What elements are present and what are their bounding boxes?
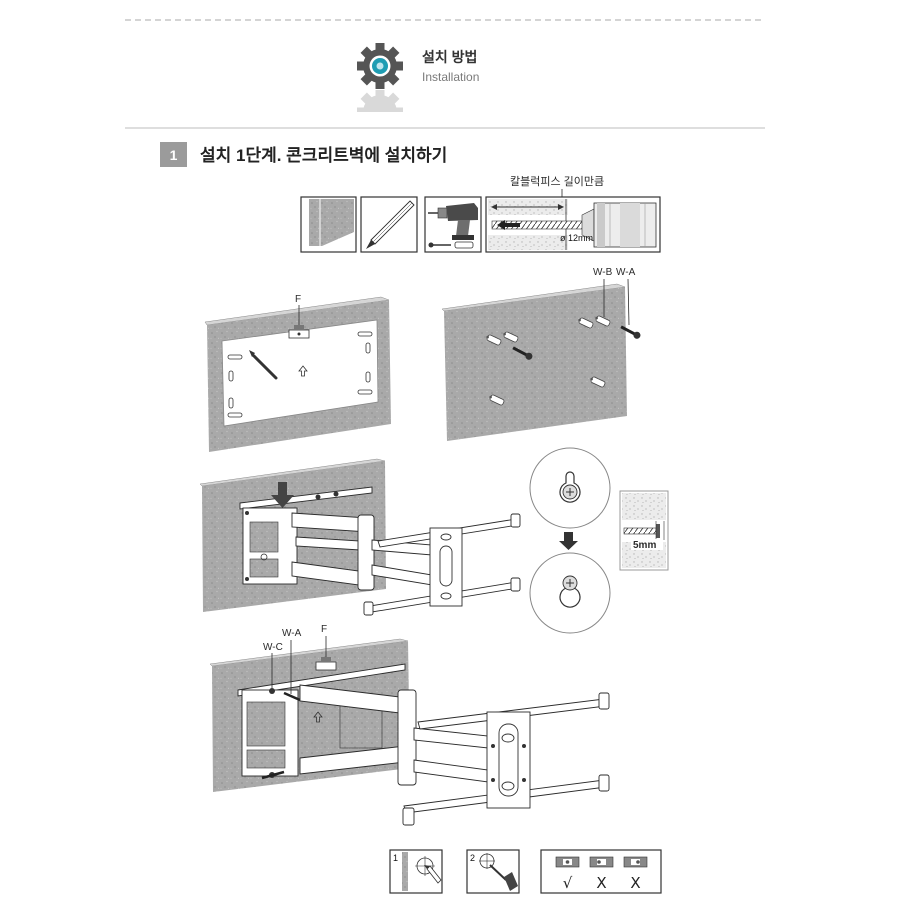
note-number-1: 1 — [393, 853, 398, 863]
note-level-check: √ X X — [540, 849, 662, 894]
up-arrow-icon — [313, 711, 323, 723]
drill-depth-label: 칼블럭피스 길이만큼 — [510, 175, 604, 188]
tv-plate — [429, 527, 463, 607]
anchor-label-wa: W-A — [616, 267, 636, 278]
upper-rail — [239, 486, 373, 510]
drill-depth-icon: ø 12mm — [485, 196, 661, 253]
drill-icon — [424, 196, 482, 253]
bubble-level — [288, 325, 310, 339]
screw-gap-detail: 5mm — [619, 490, 669, 571]
arrow-left-icon — [497, 220, 520, 230]
note-mark-position: 1 — [389, 849, 443, 894]
step-number: 1 — [170, 147, 178, 163]
mount-screws — [261, 688, 301, 780]
gear-icon — [357, 43, 403, 89]
drill-diameter-label: ø 12mm — [560, 233, 593, 243]
drill-bit-icon — [489, 864, 507, 881]
figure-anchors-in-wall: W-B W-A — [441, 267, 641, 441]
screw-label-wc: W-C — [263, 642, 283, 653]
figure-hang-mount — [199, 458, 521, 616]
screw-gap-label: 5mm — [633, 540, 656, 551]
screw-label-wa: W-A — [282, 628, 302, 639]
level-icon-wrong-right — [623, 856, 648, 868]
note-number-2: 2 — [470, 853, 475, 863]
wall-plate — [242, 507, 298, 585]
tv-plate — [486, 711, 531, 809]
anchor-label-wb: W-B — [593, 267, 613, 278]
mounting-template — [221, 319, 379, 427]
pencil-mark — [249, 350, 278, 380]
step-badge: 1 — [160, 142, 187, 167]
level-mark-correct: √ — [563, 874, 573, 892]
wall-anchors — [486, 315, 611, 406]
level-label: F — [321, 624, 327, 635]
level-mark-wrong-right: X — [630, 874, 640, 892]
figure-template-on-wall: F — [204, 294, 391, 452]
keyhole-detail-after — [529, 552, 611, 634]
step-title: 설치 1단계. 콘크리트벽에 설치하기 — [200, 146, 447, 165]
section-title: 설치 방법 — [422, 49, 477, 65]
level-mark-wrong-left: X — [596, 874, 606, 892]
up-arrow-icon — [298, 365, 308, 377]
wa-leader — [627, 278, 630, 326]
figure-fastened-mount: W-C W-A F — [209, 624, 610, 826]
wall-plate — [241, 689, 383, 777]
bubble-level — [315, 657, 337, 671]
wall-screws — [512, 325, 641, 360]
section-subtitle: Installation — [422, 70, 479, 84]
concrete-wall — [444, 287, 627, 441]
wall-icon — [300, 196, 357, 253]
down-arrow-icon — [271, 482, 294, 508]
level-icon-correct — [555, 856, 580, 868]
pencil-icon — [360, 196, 418, 253]
down-arrow-icon — [559, 532, 578, 550]
keyhole-detail-before — [529, 447, 611, 529]
note-drill-hole: 2 — [466, 849, 520, 894]
level-label: F — [295, 294, 301, 305]
upper-rail — [237, 663, 406, 697]
level-icon-wrong-left — [589, 856, 614, 868]
template-slots — [227, 331, 373, 418]
swing-arms — [299, 684, 610, 826]
